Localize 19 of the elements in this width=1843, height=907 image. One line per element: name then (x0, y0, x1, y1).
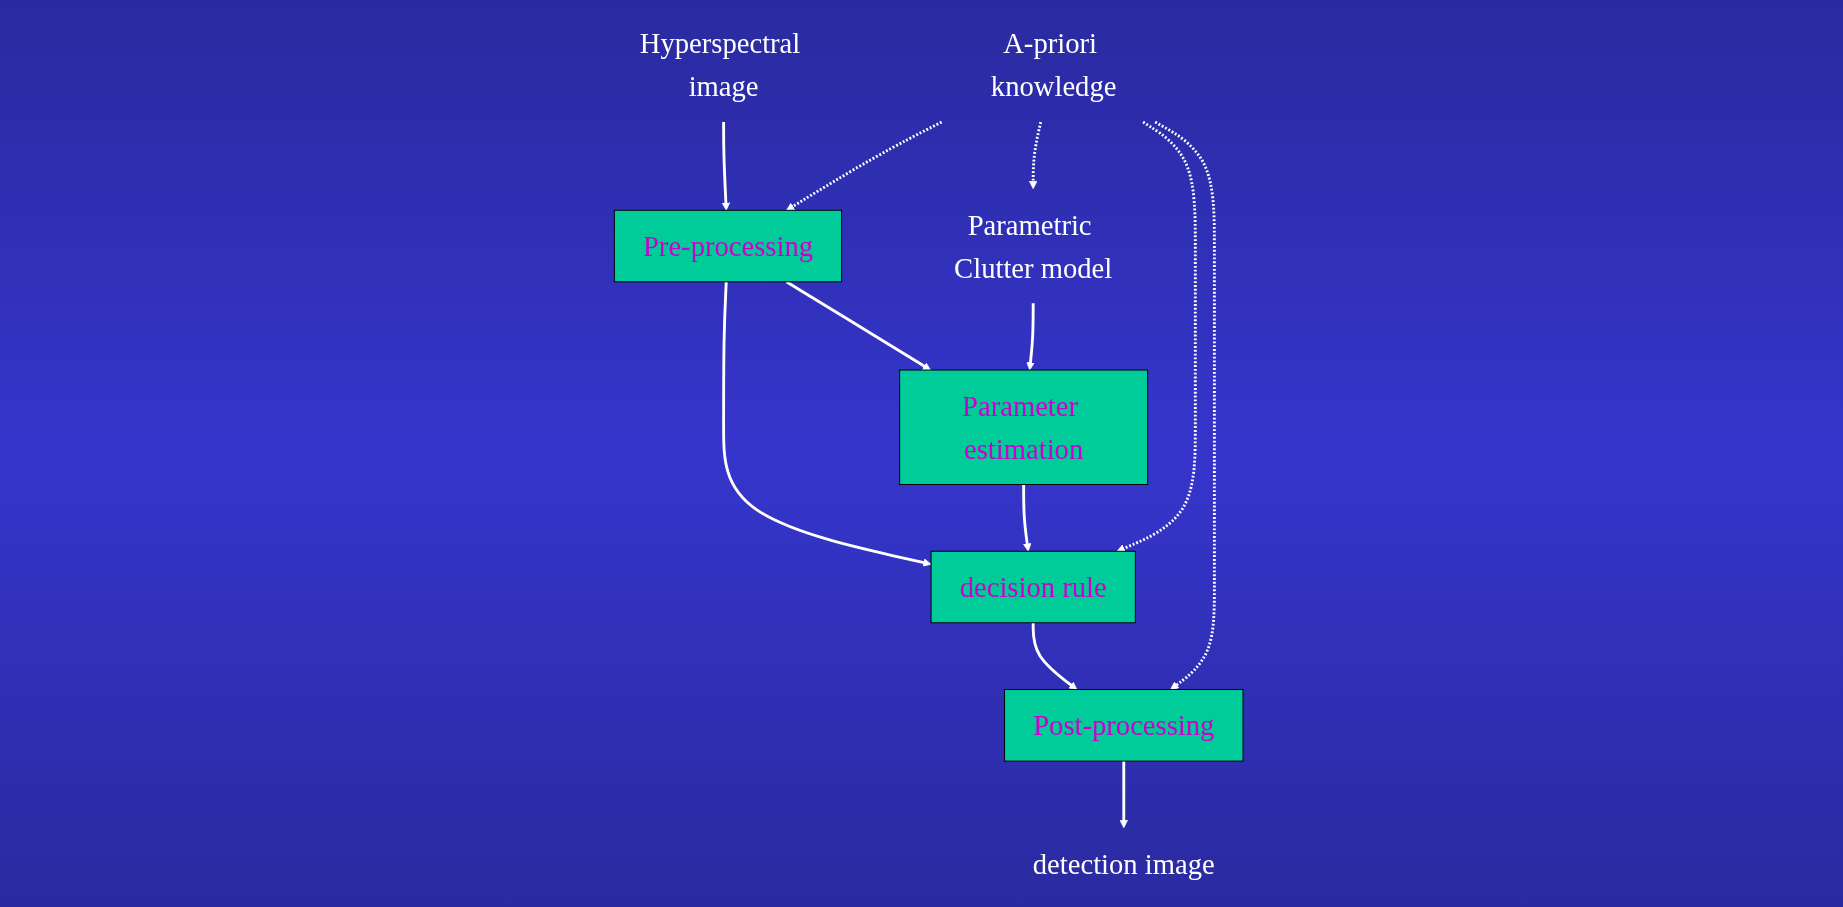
node-box: Post-processing (1004, 689, 1244, 762)
node-box: Pre-processing (613, 209, 843, 283)
arrow (1119, 761, 1128, 829)
arrow (786, 120, 943, 211)
arrow (721, 122, 731, 211)
node-box: Parameter estimation (899, 369, 1149, 485)
arrow (1154, 120, 1216, 690)
arrow (722, 281, 932, 567)
arrow (1022, 484, 1032, 552)
node-text: Hyperspectral image (639, 27, 801, 103)
node-text: Parametric Clutter model (954, 208, 1113, 284)
node-box: decision rule (930, 550, 1136, 624)
node-text: A-priori knowledge (990, 27, 1117, 103)
node-text: detection image (1032, 847, 1215, 880)
arrow (1029, 121, 1043, 190)
arrow (785, 280, 931, 371)
arrow (1031, 622, 1078, 690)
arrow (1026, 303, 1035, 371)
arrow (1116, 120, 1197, 553)
